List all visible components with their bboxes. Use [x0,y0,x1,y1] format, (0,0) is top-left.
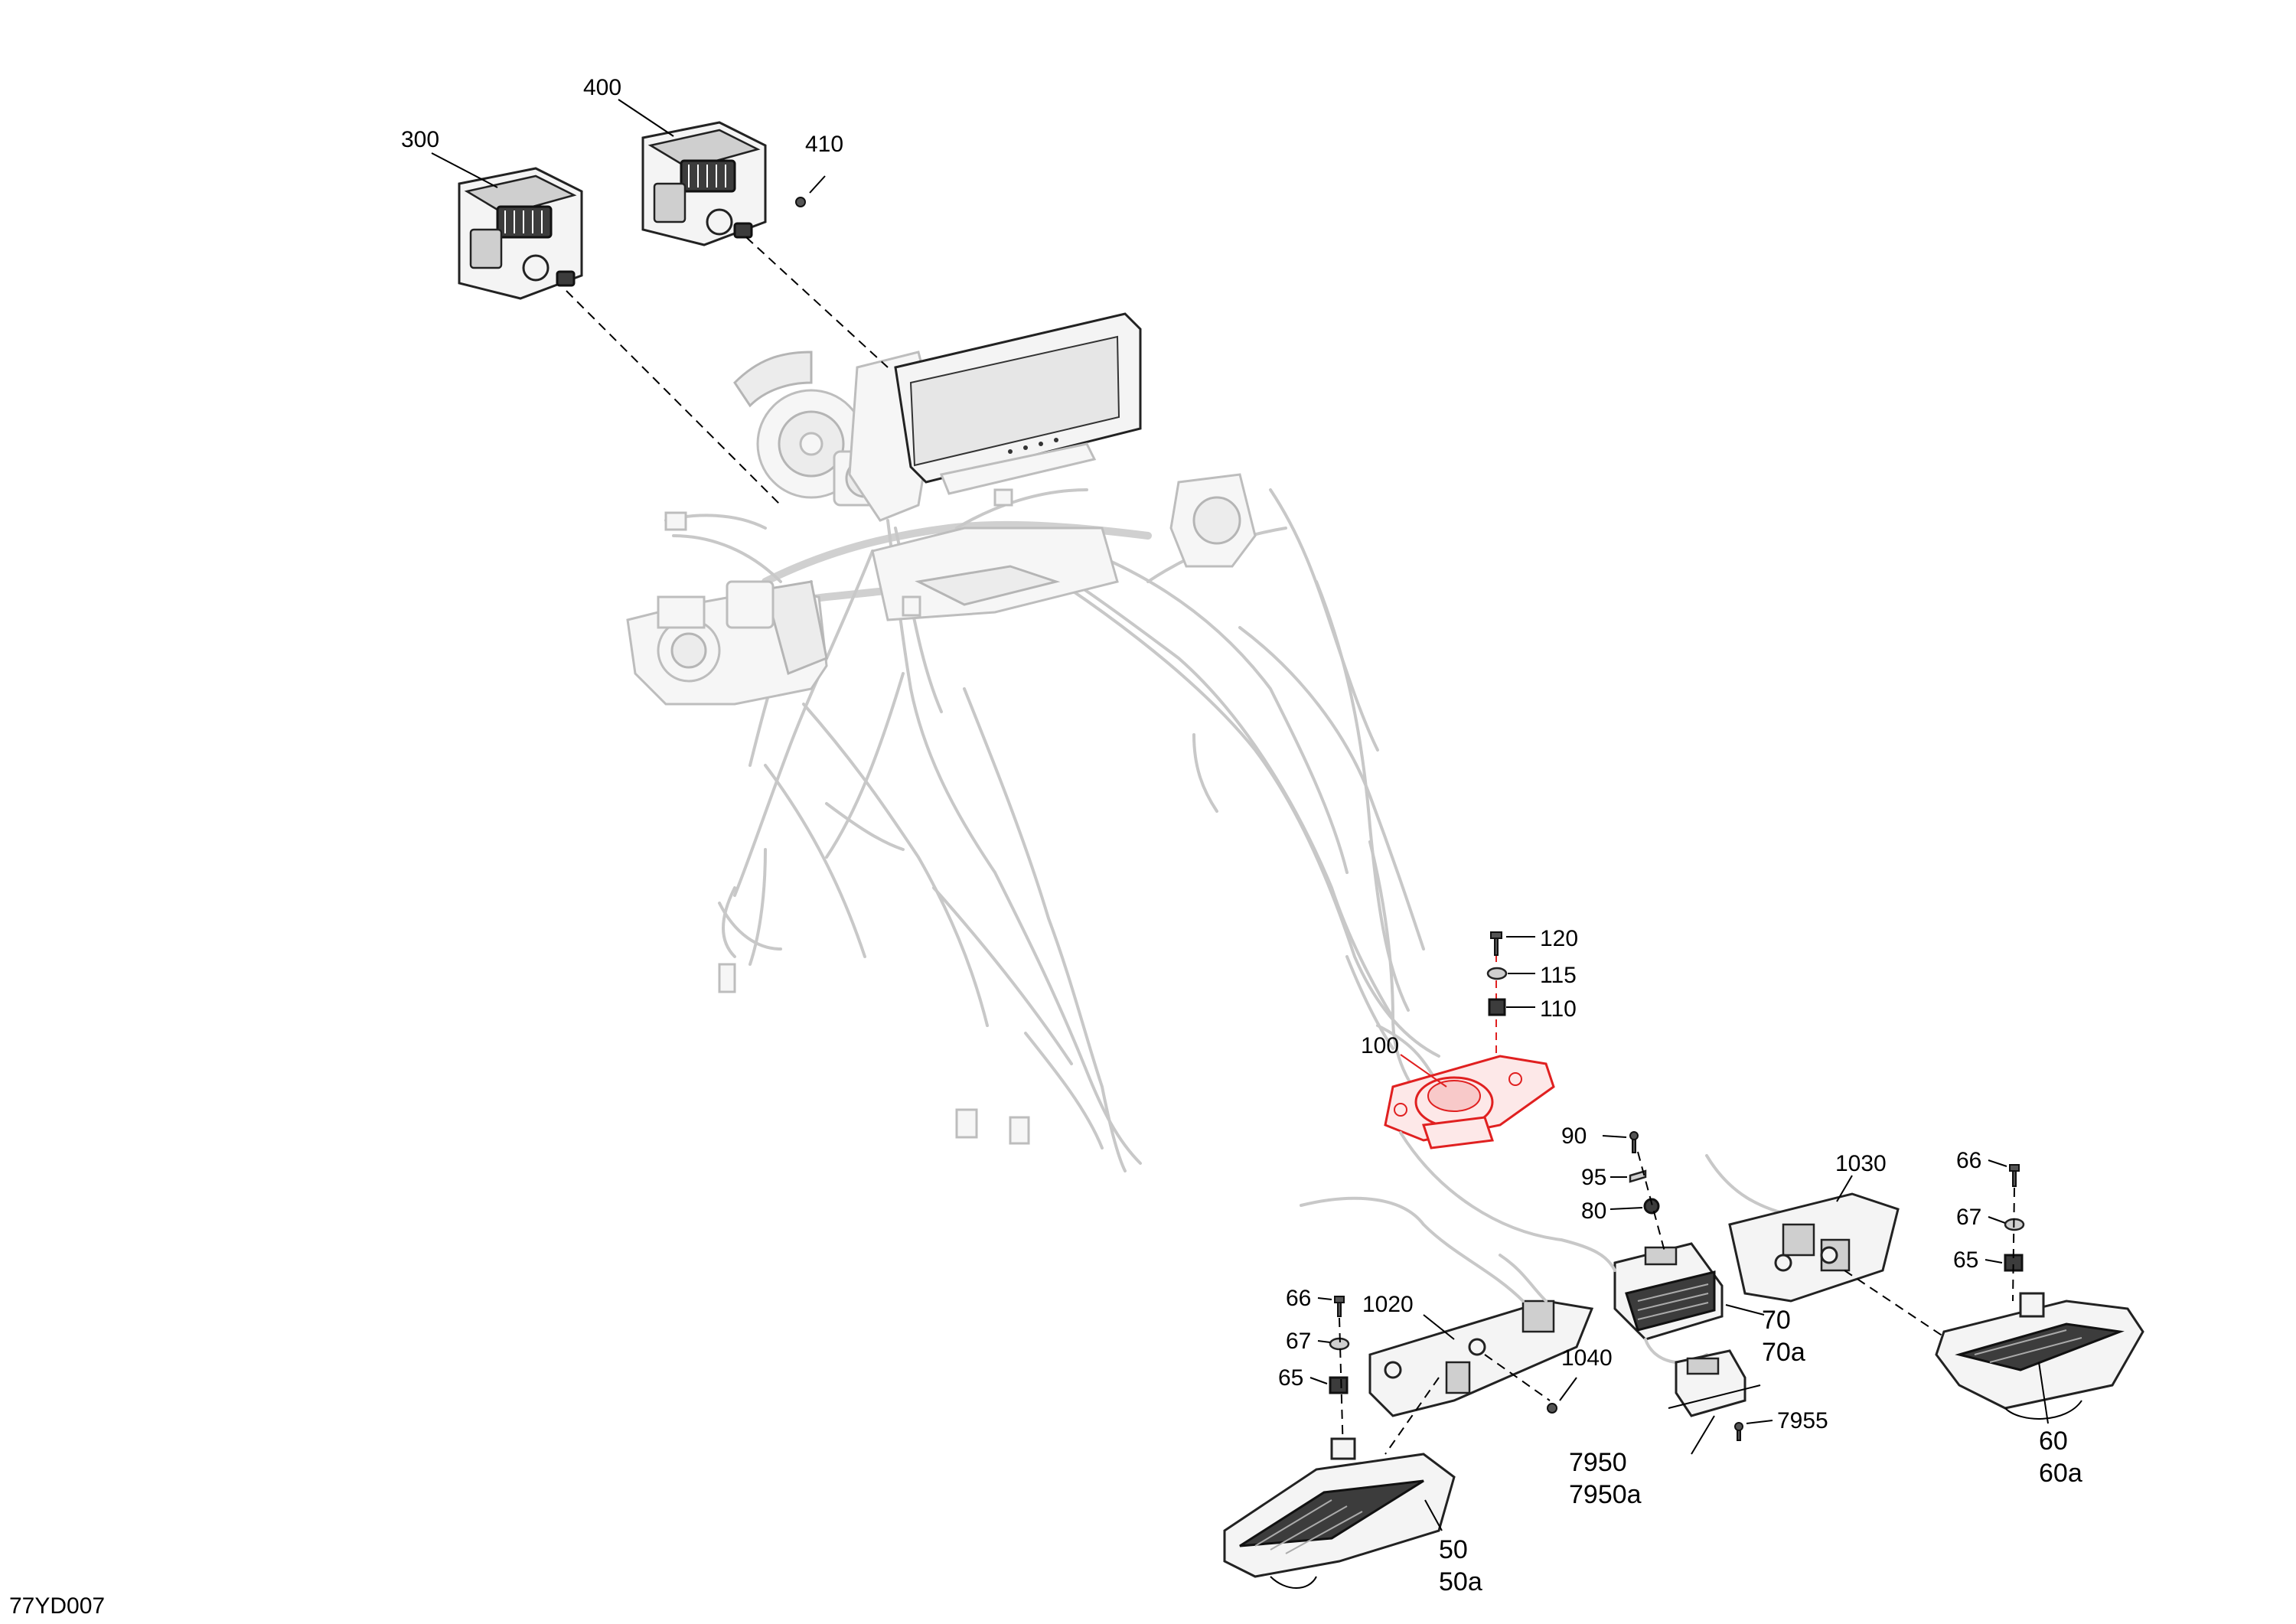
callout-100: 100 [1361,1033,1399,1058]
leader-1020 [1423,1314,1455,1340]
callout-410: 410 [805,132,843,157]
leader-67-right [1988,1216,2006,1224]
callout-110: 110 [1540,996,1577,1022]
clip-110 [1488,998,1506,1016]
leader-300 [431,152,498,188]
display-cluster [894,312,1142,495]
leader-80 [1609,1207,1643,1210]
screw-66-left [1334,1296,1345,1317]
callout-7950: 7950 [1569,1448,1627,1477]
callout-50: 50 [1439,1535,1468,1564]
screw-120 [1490,931,1502,956]
callout-66-left: 66 [1286,1286,1311,1311]
leader-400 [618,99,674,137]
leader-50 [1424,1499,1443,1531]
leader-66-right [1988,1159,2007,1167]
screw-66-right [2009,1164,2020,1187]
screw-90 [1629,1131,1639,1153]
leader-90 [1602,1135,1627,1138]
nut-65-left [1329,1376,1349,1394]
callout-1020: 1020 [1362,1292,1414,1317]
callout-65-right: 65 [1953,1247,1978,1273]
screw-7955 [1734,1422,1743,1441]
callout-90: 90 [1561,1123,1587,1149]
callout-60: 60 [2039,1427,2068,1456]
callout-115: 115 [1540,963,1577,988]
leader-65-left [1309,1377,1328,1384]
callout-66-right: 66 [1956,1148,1981,1173]
nut-80 [1643,1198,1660,1215]
headlight-50 [1223,1437,1456,1589]
leader-65-right [1985,1259,2003,1264]
washer-95 [1629,1169,1647,1183]
module-400 [641,121,767,246]
screw-410 [795,175,826,207]
callout-70a: 70a [1762,1338,1805,1367]
callout-7955: 7955 [1777,1408,1828,1433]
wire-1030 [1705,1154,1800,1218]
callout-120: 120 [1540,926,1578,951]
screw-1040 [1547,1403,1557,1414]
callout-80: 80 [1581,1198,1606,1224]
wire-1020-b [1499,1254,1548,1303]
leader-7955 [1746,1420,1773,1424]
leader-67-left [1317,1340,1331,1343]
leader-66-left [1317,1297,1332,1300]
callout-50a: 50a [1439,1567,1482,1596]
leader-100 [1400,1054,1447,1088]
callout-7950a: 7950a [1569,1480,1642,1509]
wire-1020 [1300,1196,1525,1303]
callout-67-left: 67 [1286,1329,1311,1354]
callout-1030: 1030 [1835,1151,1887,1176]
leader-1030-dashed [1844,1270,1960,1348]
leader-70 [1725,1304,1765,1316]
leader-1040-dashed [1484,1354,1551,1401]
callout-300: 300 [401,127,439,152]
leader-7950 [1691,1415,1715,1455]
callout-65-left: 65 [1278,1365,1303,1391]
callout-70: 70 [1762,1306,1791,1335]
module-7950 [1668,1349,1761,1417]
module-300 [458,167,583,300]
leader-1020-to-50-dashed [1384,1377,1440,1455]
washer-115 [1486,967,1508,980]
dash-structure-ghost [626,351,1257,1145]
callout-400: 400 [583,75,621,100]
wiring-harness-ghost [639,488,1440,1172]
callout-60a: 60a [2039,1459,2082,1488]
leader-300-dashed [566,290,781,506]
housing-70 [1613,1242,1724,1341]
leader-60 [2038,1361,2049,1424]
callout-67-right: 67 [1956,1205,1981,1230]
headlight-60 [1935,1292,2144,1420]
leader-1040 [1559,1377,1577,1401]
leader-1030 [1836,1175,1853,1202]
wire-100-to-70 [1399,1131,1616,1272]
bracket-1030 [1728,1192,1900,1303]
leader-400-dashed [745,236,889,368]
part-100-highlighted [1384,1055,1555,1150]
callout-1040: 1040 [1561,1345,1613,1371]
bracket-1020 [1368,1300,1594,1417]
leader-66-65-right-dashed [2012,1187,2015,1302]
leader-66-65-left-dashed [1339,1317,1344,1455]
callout-95: 95 [1581,1165,1606,1190]
figure-code: 77YD007 [9,1593,105,1619]
leader-90-80-dashed [1637,1151,1665,1252]
